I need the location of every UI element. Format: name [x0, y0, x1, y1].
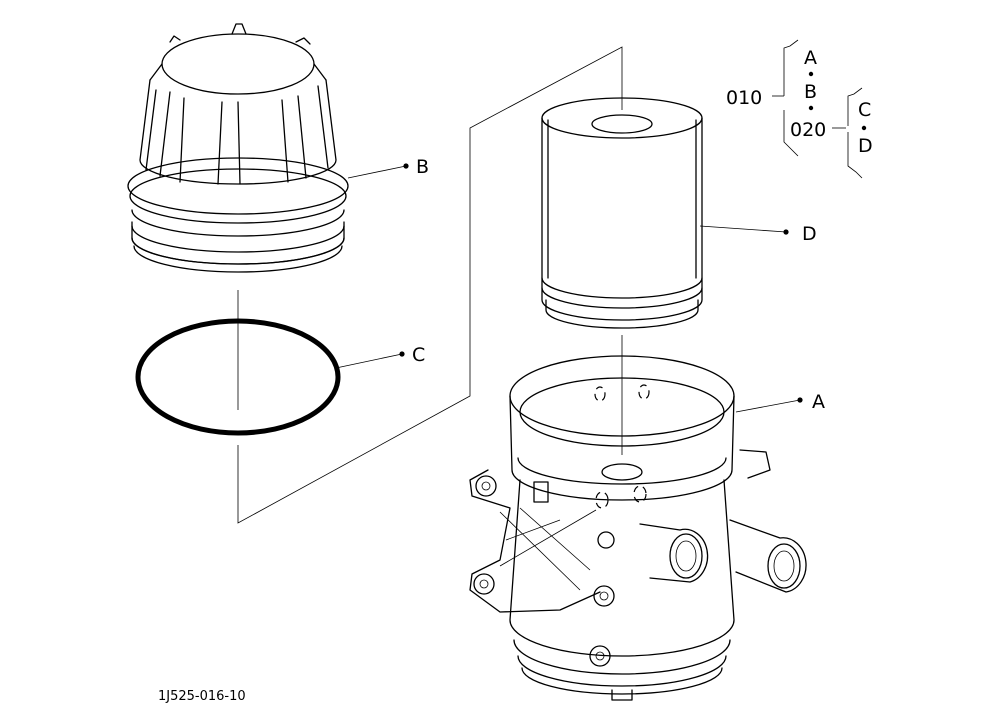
tree-item-b: B [804, 81, 817, 103]
callout-label-c: C [412, 344, 425, 366]
callout-label-b: B [416, 156, 429, 178]
assembly-code-010: 010 [726, 87, 762, 109]
tree-item-c: C [858, 99, 871, 121]
callout-label-a: A [812, 391, 825, 413]
assembly-code-020: 020 [790, 119, 826, 141]
leader-lines [335, 165, 801, 413]
assembly-tree: 010 A B 020 C D [726, 39, 873, 179]
o-ring-drawing [135, 318, 341, 436]
callout-label-d: D [802, 223, 817, 245]
drawing-code: 1J525-016-10 [158, 689, 246, 704]
filter-element-drawing [541, 97, 703, 329]
filter-cap-drawing [127, 23, 349, 273]
tree-item-a: A [804, 47, 817, 69]
callout-dots [399, 163, 803, 403]
tree-item-d: D [858, 135, 873, 157]
assembly-axis-lines [237, 46, 623, 524]
filter-housing-drawing [469, 355, 807, 701]
